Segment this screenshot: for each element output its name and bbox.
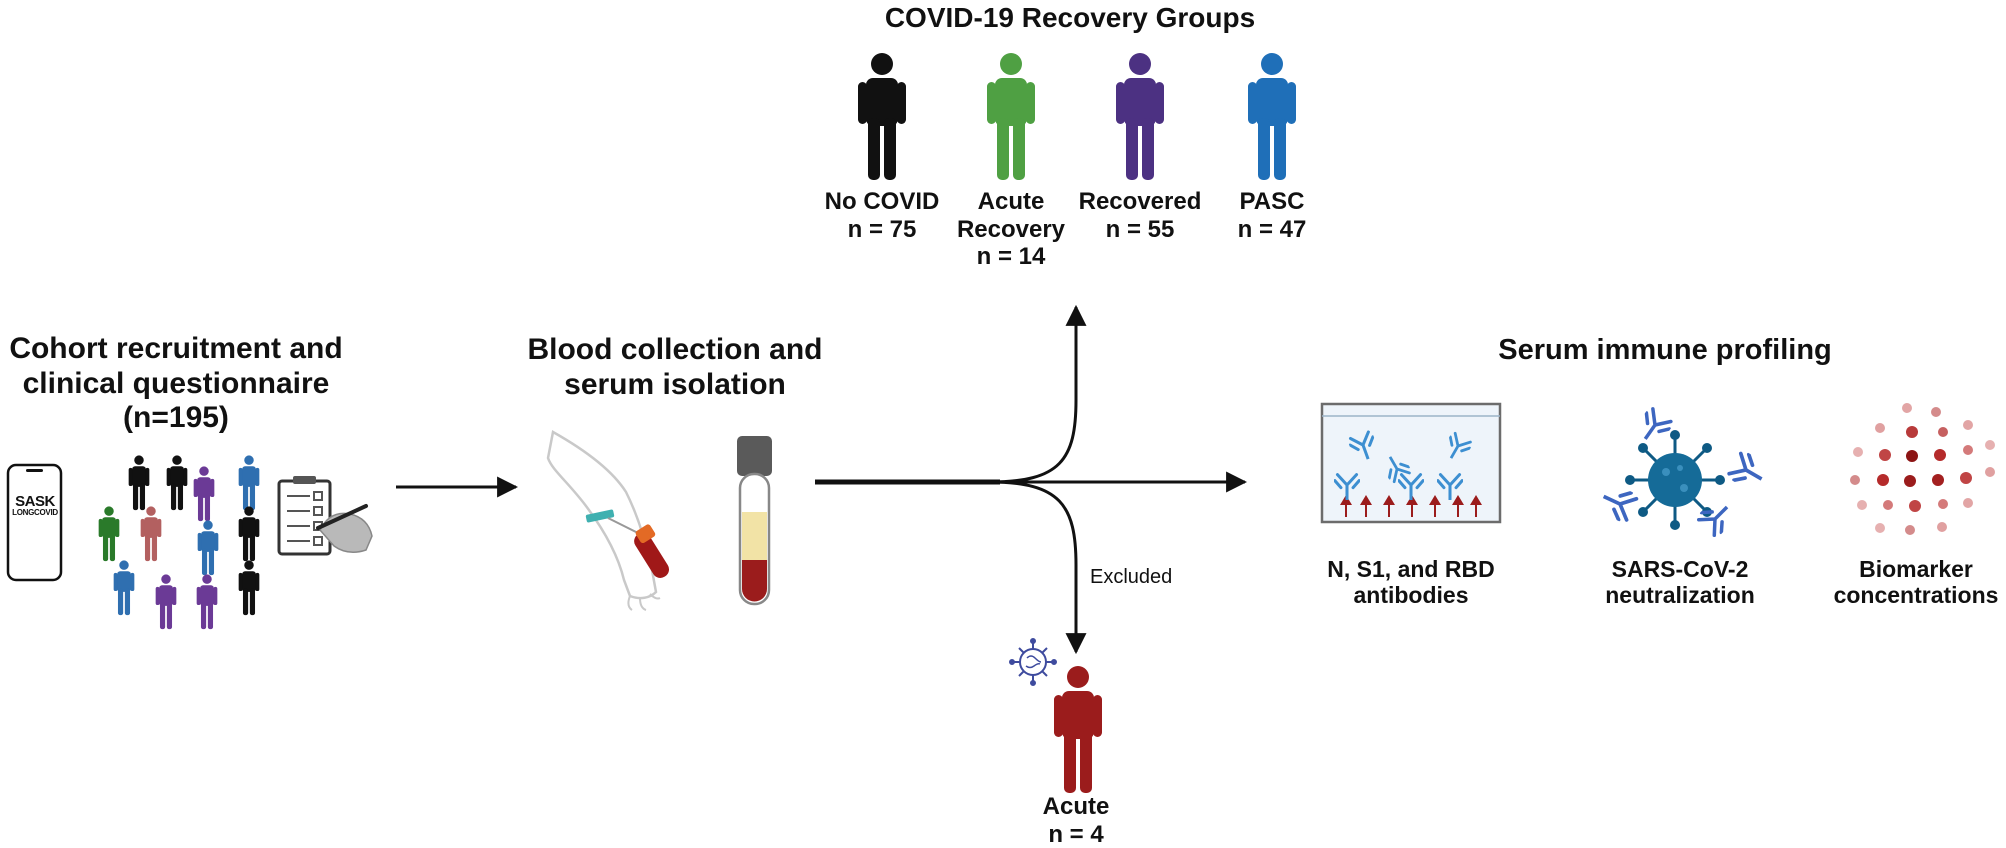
group-name: No COVID — [824, 188, 940, 215]
profiling-title: Serum immune profiling — [1498, 334, 1832, 366]
antibody-plate-icon — [1320, 402, 1502, 524]
cohort-title-line: (n=195) — [123, 401, 229, 434]
arrow-down-excluded — [989, 480, 1087, 655]
phone-logo: SASK LONGCOVID — [10, 494, 60, 517]
group-count: n = 47 — [1237, 215, 1307, 243]
virus-neutralization-icon — [1596, 405, 1770, 540]
biomarker-dots-icon — [1850, 403, 1995, 535]
profiling-label-line: Biomarker — [1859, 556, 1973, 582]
cohort-title: Cohort recruitment and clinical question… — [0, 332, 352, 436]
questionnaire-clipboard-icon — [277, 476, 373, 556]
profiling-label-line: antibodies — [1353, 582, 1469, 609]
phone-icon — [6, 463, 63, 582]
group-figure-pasc — [1248, 53, 1296, 180]
cohort-crowd — [98, 455, 260, 630]
serum-tube-icon — [737, 436, 772, 606]
recovery-groups-title: COVID-19 Recovery Groups — [884, 2, 1256, 33]
blood-draw-arm-icon — [546, 430, 670, 611]
profiling-label-line: SARS-CoV-2 — [1611, 556, 1749, 582]
arrow-up-to-groups — [989, 304, 1087, 484]
group-label-pasc: PASC n = 47 — [1197, 188, 1347, 243]
group-name: Acute — [1042, 793, 1110, 820]
profiling-label-biomarkers: Biomarker concentrations — [1826, 556, 2006, 609]
excluded-group-label: Acute n = 4 — [1001, 793, 1151, 848]
group-figure-acute-recovery — [987, 53, 1035, 180]
excluded-label: Excluded — [1090, 566, 1173, 588]
cohort-title-line: Cohort recruitment and — [9, 332, 343, 365]
group-name: Recovery — [956, 215, 1066, 243]
profiling-label-neutralization: SARS-CoV-2 neutralization — [1570, 556, 1790, 609]
excluded-acute-figure — [1054, 666, 1102, 793]
group-count: n = 55 — [1105, 215, 1175, 243]
group-count: n = 14 — [976, 243, 1046, 271]
profiling-label-line: neutralization — [1605, 582, 1755, 609]
group-name: PASC — [1239, 188, 1305, 215]
group-name: Acute — [977, 188, 1045, 215]
group-count: n = 75 — [847, 215, 917, 243]
group-name: Recovered — [1078, 188, 1202, 215]
group-label-recovered: Recovered n = 55 — [1065, 188, 1215, 243]
profiling-label-antibodies: N, S1, and RBD antibodies — [1301, 556, 1521, 609]
blood-title: Blood collection and serum isolation — [510, 333, 840, 402]
phone-logo-main: SASK — [15, 493, 55, 510]
group-label-no-covid: No COVID n = 75 — [807, 188, 957, 243]
profiling-label-line: N, S1, and RBD — [1327, 556, 1495, 582]
phone-logo-sub: LONGCOVID — [12, 508, 58, 517]
blood-title-line: serum isolation — [564, 367, 786, 401]
group-figure-no-covid — [858, 53, 906, 180]
group-label-acute-recovery: Acute Recovery n = 14 — [936, 188, 1086, 271]
group-count: n = 4 — [1048, 820, 1104, 848]
profiling-label-line: concentrations — [1833, 582, 1999, 609]
group-figure-recovered — [1116, 53, 1164, 180]
cohort-title-line: clinical questionnaire — [22, 366, 330, 400]
blood-title-line: Blood collection and — [527, 333, 823, 366]
virus-icon — [1009, 638, 1057, 686]
